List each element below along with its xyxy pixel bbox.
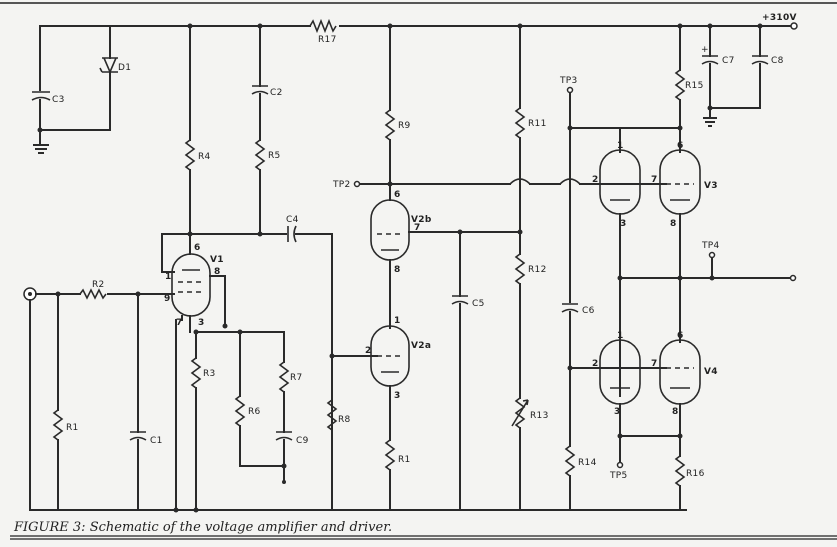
pin-v4-1: 1 xyxy=(617,331,623,341)
pin-v1-7: 7 xyxy=(176,318,182,328)
label-D1: D1 xyxy=(118,63,131,73)
label-supply-voltage: +310V xyxy=(762,13,797,23)
label-V3: V3 xyxy=(704,181,718,191)
tube-V3 xyxy=(599,23,797,397)
label-V2a: V2a xyxy=(411,341,431,351)
label-R1-left: R1 xyxy=(66,423,79,433)
label-R7: R7 xyxy=(290,373,303,383)
label-TP5: TP5 xyxy=(609,471,628,481)
pin-v3-2: 2 xyxy=(592,175,598,185)
label-C4: C4 xyxy=(286,215,299,225)
pin-v4-7: 7 xyxy=(651,359,657,369)
pin-v2b-8: 8 xyxy=(394,265,400,275)
label-R16: R16 xyxy=(686,469,705,479)
pin-v4-2: 2 xyxy=(592,359,598,369)
label-R12: R12 xyxy=(528,265,547,275)
label-R4: R4 xyxy=(198,152,211,162)
figure-caption: FIGURE 3: Schematic of the voltage ampli… xyxy=(13,520,392,535)
pin-v1-6: 6 xyxy=(194,243,200,253)
label-TP2: TP2 xyxy=(332,180,351,190)
label-R6: R6 xyxy=(248,407,261,417)
pin-v3-6: 6 xyxy=(677,141,683,151)
label-R9: R9 xyxy=(398,121,411,131)
pin-v3-1: 1 xyxy=(617,141,623,151)
label-R13: R13 xyxy=(530,411,549,421)
c3-d1-section xyxy=(31,25,118,154)
pin-v4-3: 3 xyxy=(614,407,620,417)
pin-v2a-2: 2 xyxy=(365,346,371,356)
label-R11: R11 xyxy=(528,119,547,129)
tube-V4 xyxy=(599,339,701,511)
r11-r13-column xyxy=(511,23,529,511)
c2-r5-branch xyxy=(251,23,269,237)
label-R2: R2 xyxy=(92,280,105,290)
label-V1: V1 xyxy=(210,255,224,265)
label-C7: C7 xyxy=(722,56,735,66)
label-R5: R5 xyxy=(268,151,281,161)
label-C8: C8 xyxy=(771,56,784,66)
label-V4: V4 xyxy=(704,367,718,377)
label-R3: R3 xyxy=(203,369,216,379)
pin-v2b-7: 7 xyxy=(414,223,420,233)
label-R8: R8 xyxy=(338,415,351,425)
label-C2: C2 xyxy=(270,88,283,98)
label-R17: R17 xyxy=(318,35,337,45)
pin-v4-6: 6 xyxy=(677,331,683,341)
cathode-network xyxy=(190,323,293,513)
label-V2b: V2b xyxy=(411,215,432,225)
c5-branch xyxy=(451,231,469,511)
pin-v1-3: 3 xyxy=(198,318,204,328)
label-R14: R14 xyxy=(578,458,597,468)
v2-column xyxy=(331,23,613,511)
tp3-c6-r14-column xyxy=(561,86,681,511)
label-C6: C6 xyxy=(582,306,595,316)
label-TP3: TP3 xyxy=(559,76,578,86)
pin-v1-8: 8 xyxy=(214,267,220,277)
supply-terminal xyxy=(790,22,798,30)
pin-v3-3: 3 xyxy=(620,219,626,229)
label-R1-mid: R1 xyxy=(398,455,411,465)
pin-v2a-1: 1 xyxy=(394,316,400,326)
label-C1: C1 xyxy=(150,436,163,446)
pin-v1-1: 1 xyxy=(165,272,171,282)
supply-rail xyxy=(39,18,798,34)
label-C3: C3 xyxy=(52,95,65,105)
label-C5: C5 xyxy=(472,299,485,309)
input-network xyxy=(23,287,179,513)
pin-v3-7: 7 xyxy=(651,175,657,185)
pin-v4-8: 8 xyxy=(672,407,678,417)
c7-c8-decoupling xyxy=(701,23,769,127)
label-C7-plus: + xyxy=(701,45,709,55)
r4-branch xyxy=(184,23,196,251)
label-TP4: TP4 xyxy=(701,241,720,251)
pin-v3-8: 8 xyxy=(670,219,676,229)
pin-v2b-6: 6 xyxy=(394,190,400,200)
label-C9: C9 xyxy=(296,436,309,446)
pin-v2a-3: 3 xyxy=(394,391,400,401)
pin-v1-9: 9 xyxy=(164,294,170,304)
label-R15: R15 xyxy=(685,81,704,91)
